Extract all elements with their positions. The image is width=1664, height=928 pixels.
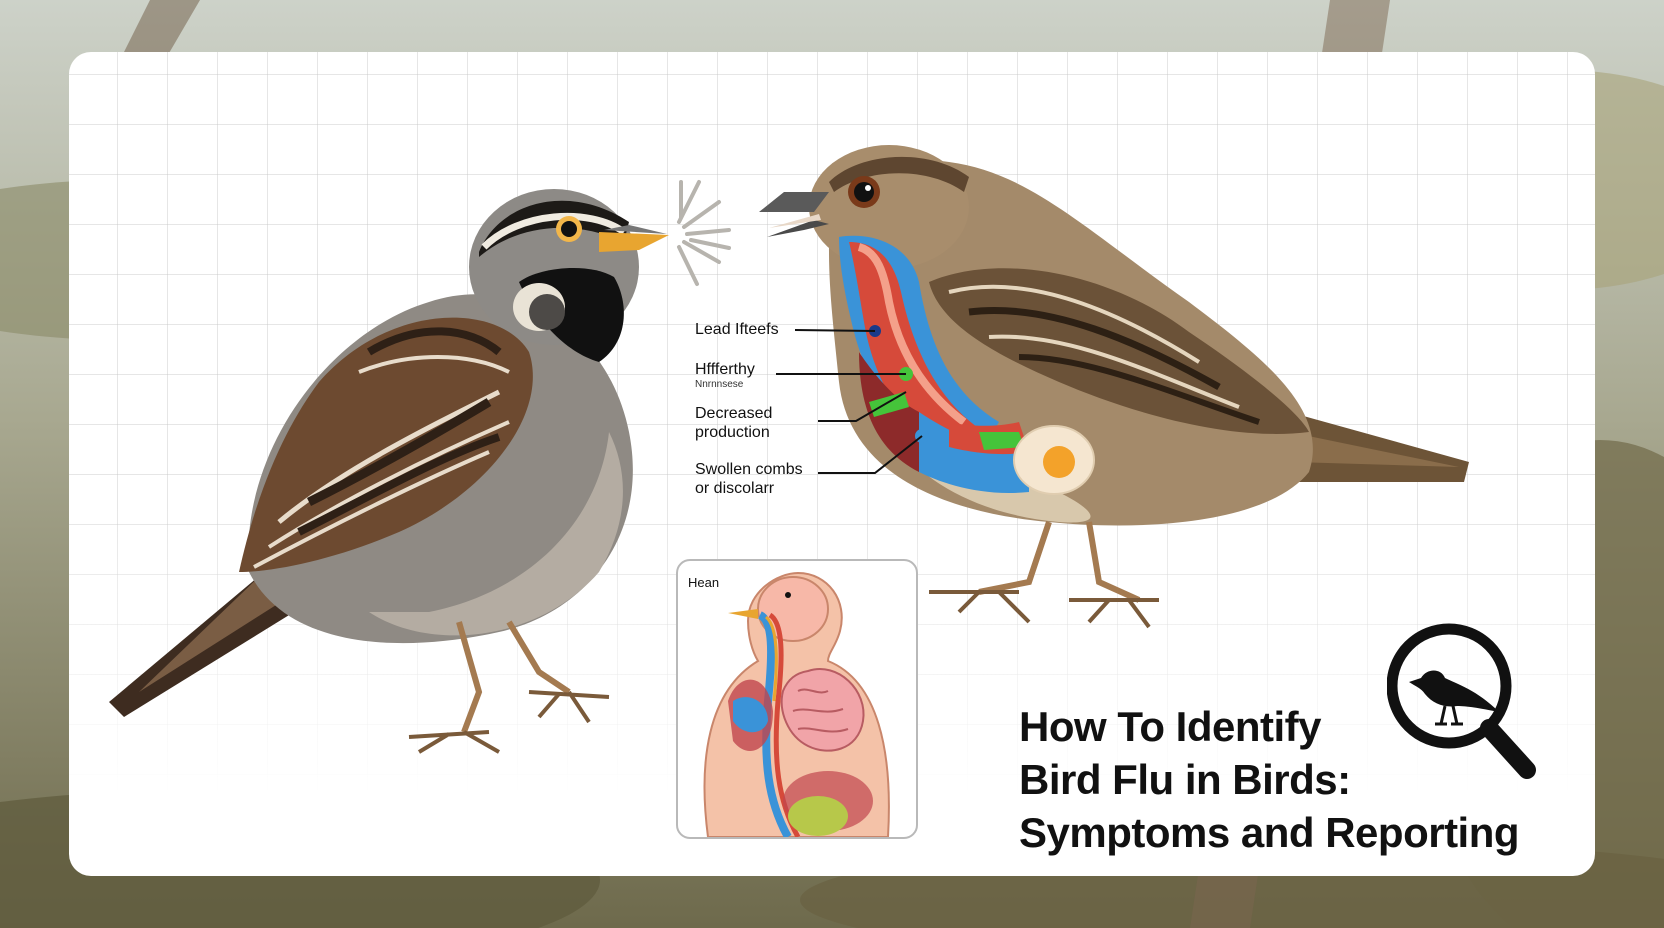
callout-label-4b: or discolarr <box>695 480 775 497</box>
callout-sublabel-2: Nnrnnsese <box>695 379 744 390</box>
callout-label-3b: production <box>695 424 770 441</box>
callout-label-3a: Decreased <box>695 405 773 422</box>
infographic-card: Lead Ifteefs Hffferthy Nnrnnsese Decreas… <box>69 52 1595 876</box>
title-line-1: How To Identify <box>1019 703 1322 750</box>
inset-label: Hean <box>688 575 720 590</box>
callout-label-2: Hffferthy <box>695 361 755 378</box>
callout-lines <box>776 329 923 474</box>
anatomy-inset: Hean <box>676 559 918 839</box>
page-title: How To Identify Bird Flu in Birds: Sympt… <box>1019 700 1559 859</box>
sneeze-spray-icon <box>677 180 731 286</box>
magnifier-bird-icon <box>1387 623 1536 779</box>
anatomy-diagram <box>703 571 890 837</box>
callout-label-1: Lead Ifteefs <box>695 321 779 338</box>
illustration <box>109 145 1469 754</box>
callout-label-4a: Swollen combs <box>695 461 803 478</box>
title-line-3: Symptoms and Reporting <box>1019 809 1520 856</box>
left-sparrow-illustration <box>109 189 669 754</box>
right-sparrow-illustration <box>759 145 1469 629</box>
title-line-2: Bird Flu in Birds: <box>1019 756 1351 803</box>
